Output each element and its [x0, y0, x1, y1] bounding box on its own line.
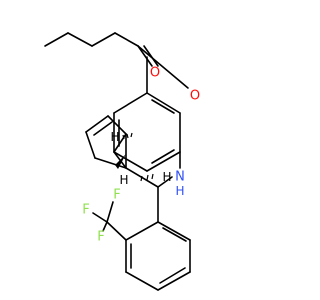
bond-line [106, 221, 127, 241]
bond-line [125, 271, 159, 291]
bond-line [151, 149, 175, 164]
bond-line [85, 131, 96, 159]
bond-line [157, 271, 191, 291]
atom-fluorine-3: F [97, 230, 104, 245]
bond-line [94, 157, 127, 169]
hydrogen-mid-junction: H [119, 173, 128, 187]
atom-fluorine-2: F [82, 203, 89, 218]
bond-line [162, 227, 187, 242]
bond-line [44, 32, 69, 47]
bond-line [92, 212, 108, 223]
bond-line [146, 92, 181, 114]
bond-line [114, 32, 139, 47]
bond-line [151, 99, 175, 114]
bond-line [106, 201, 114, 223]
bond-line [137, 45, 189, 89]
atom-oxygen-ester: O [190, 89, 200, 104]
bond-line [107, 115, 127, 135]
bond-line [102, 221, 108, 232]
stereo-hash-bond-top [122, 132, 133, 140]
atom-nitrogen: N [175, 170, 185, 185]
stereo-wedge-bond [115, 154, 126, 169]
bond-line [159, 267, 186, 284]
hydrogen-right-junction: H [162, 170, 171, 184]
bond-line [146, 151, 181, 172]
molecule-structure: O O N H F F F H H H [44, 32, 200, 291]
bond-line [113, 92, 148, 114]
bond-line [157, 221, 191, 241]
bond-line [157, 176, 173, 188]
bond-line [125, 221, 159, 241]
atom-oxygen-carbonyl: O [150, 66, 160, 81]
atom-nitrogen-hydrogen: H [175, 184, 184, 198]
bond-skeleton [44, 32, 191, 291]
stereo-hash-bond-right [140, 173, 154, 182]
bond-line [91, 32, 116, 47]
atom-fluorine-1: F [113, 188, 120, 203]
hydrogen-top-junction: H [110, 130, 119, 144]
bond-line [67, 32, 93, 47]
bond-line [113, 151, 148, 172]
bond-line [85, 115, 109, 133]
bond-line [137, 45, 153, 67]
bond-line [93, 121, 113, 136]
